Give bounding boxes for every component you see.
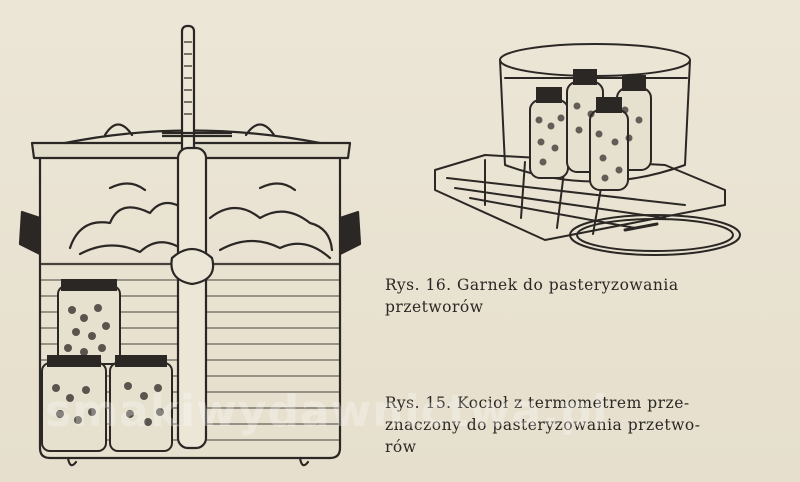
figure-16-caption-line1: Rys. 16. Garnek do pasteryzowania [385, 276, 679, 294]
figure-15-caption-line2: znaczony do pasteryzowania przetwo- [385, 416, 701, 434]
figure-15-caption-line1: Rys. 15. Kocioł z termometrem prze- [385, 394, 690, 412]
figure-16-caption: Rys. 16. Garnek do pasteryzowania przetw… [385, 274, 785, 318]
figure-16-caption-line2: przetworów [385, 298, 484, 316]
figure-15-caption: Rys. 15. Kocioł z termometrem prze- znac… [385, 392, 785, 458]
figure-15-caption-line3: rów [385, 438, 417, 456]
kettle-illustration [18, 24, 362, 467]
pot-illustration [434, 43, 741, 256]
